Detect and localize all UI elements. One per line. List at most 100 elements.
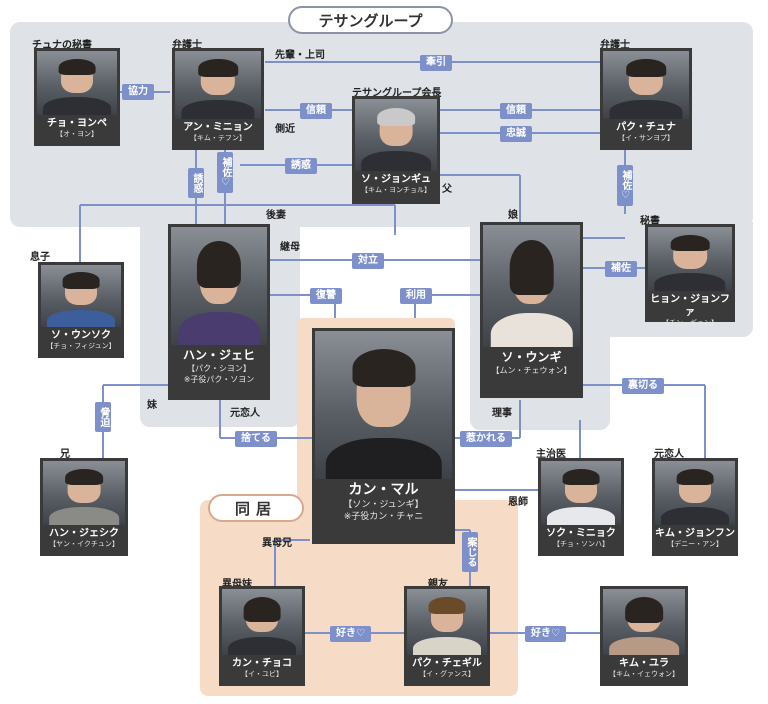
label-suki1: 好き♡ [330,626,371,642]
label-yuwaku-h: 誘惑 [285,158,317,174]
name-ahn: アン・ミニョン [183,122,253,133]
photo-park-cg [407,589,487,655]
label-fukushu: 復讐 [310,288,342,304]
extra-kang: ※子役カン・チャニ [343,512,424,522]
role-park-cn: 弁護士 [600,40,630,51]
label-shinrai1: 信頼 [300,103,332,119]
name-kim-yr: キム・ユラ [619,658,669,669]
photo-cho [37,51,117,115]
label-hosa-v2: 補佐♡ [617,165,633,206]
role-kim-jh: 元恋人 [654,449,684,460]
role-hyon: 秘書 [640,216,660,227]
relation-onshi: 恩師 [508,497,528,508]
relation-senpai: 先輩・上司 [275,50,325,61]
card-han-jh: ハン・ジェヒ 【パク・シヨン】 ※子役パク・ソヨン [168,224,270,400]
label-uragiru: 裏切る [622,378,664,394]
label-hosa-h: 補佐 [605,261,637,277]
role-han-js: 兄 [60,449,70,460]
label-kyoryoku: 協力 [122,84,154,100]
card-kim-jh: キム・ジョンフン 【デニー・アン】 [652,458,738,556]
label-shinrai2: 信頼 [500,103,532,119]
actor-kim-jh: 【デニー・アン】 [667,540,723,548]
photo-so-jg [355,99,437,171]
card-kang: カン・マル 【ソン・ジュンギ】 ※子役カン・チャニ [312,328,455,544]
card-so-jg: ソ・ジョンギュ 【キム・ヨンチョル】 [352,96,440,204]
label-riyo: 利用 [400,288,432,304]
actor-so-jg: 【キム・ヨンチョル】 [361,186,431,194]
relation-chichi: 父 [442,184,452,195]
actor-han-jh: 【パク・シヨン】 [187,364,251,373]
role-sok: 主治医 [536,449,566,460]
label-suteru: 捨てる [235,431,277,447]
photo-kang-ck [222,589,302,655]
card-kang-ck: カン・チョコ 【イ・ユビ】 [219,586,305,686]
relation-motokoibito: 元恋人 [230,408,260,419]
name-han-jh: ハン・ジェヒ [182,348,255,362]
photo-so-ug [483,225,580,347]
photo-sok [541,461,621,525]
relation-imouto: 妹 [147,400,157,411]
card-han-js: ハン・ジェシク 【ヤン・イクチュン】 [40,458,128,556]
relation-keibo: 継母 [280,242,300,253]
name-kim-jh: キム・ジョンフン [655,528,735,539]
card-sok: ソク・ミニョク 【チョ・ソンハ】 [538,458,624,556]
actor-kang-ck: 【イ・ユビ】 [241,670,283,678]
relation-ibokei: 異母兄 [262,538,292,549]
label-anjiru: 案じる [462,532,478,572]
actor-han-js: 【ヤン・イクチュン】 [49,540,119,548]
actor-park-cg: 【イ・グァンス】 [419,670,475,678]
name-so-ug: ソ・ウンギ [501,350,562,364]
role-cho: チュナの秘書 [32,40,92,51]
actor-hyon: 【チン・ギョン】 [662,319,718,327]
card-hyon: ヒョン・ジョンファ 【チン・ギョン】 [645,224,735,327]
actor-ahn: 【キム・テフン】 [189,134,247,142]
photo-kim-yr [603,589,685,655]
actor-so-ug: 【ムン・チェウォン】 [491,366,572,375]
photo-hyon [648,227,732,291]
name-park-cg: パク・チェギル [412,658,482,669]
name-park-cn: パク・チュナ [616,122,676,133]
card-so-ug: ソ・ウンギ 【ムン・チェウォン】 [480,222,583,398]
label-chusei: 忠誠 [500,126,532,142]
label-yuwaku-v: 誘惑 [188,168,204,198]
role-park-cg: 親友 [428,579,448,590]
role-son: 息子 [30,252,50,263]
name-son: ソ・ウンソク [51,330,111,341]
name-sok: ソク・ミニョク [546,528,616,539]
extra-han-jh: ※子役パク・ソヨン [183,375,255,384]
name-cho: チョ・ヨンペ [47,118,107,129]
relation-rijun: 理事 [492,408,512,419]
relation-gosai: 後妻 [266,210,286,221]
photo-han-js [43,461,125,525]
relation-musume: 娘 [508,210,518,221]
label-hosa-v1: 補佐♡ [217,152,233,193]
actor-son: 【チョ・フィジュン】 [46,342,116,350]
actor-park-cn: 【イ・サンヨプ】 [618,134,674,142]
role-kang-ck: 異母妹 [222,579,252,590]
label-suki2: 好き♡ [525,626,566,642]
card-cho: チョ・ヨンペ 【オ・ヨン】 [34,48,120,146]
photo-kim-jh [655,461,735,525]
card-park-cg: パク・チェギル 【イ・グァンス】 [404,586,490,686]
photo-son [41,265,121,327]
card-kim-yr: キム・ユラ 【キム・イェウォン】 [600,586,688,686]
name-kang: カン・マル [348,482,419,498]
actor-cho: 【オ・ヨン】 [56,130,98,138]
label-kyohaku: 脅迫 [95,402,111,432]
photo-park-cn [603,51,689,119]
group-title: テサングループ [288,6,453,34]
card-ahn: アン・ミニョン 【キム・テフン】 [172,48,264,150]
name-hyon: ヒョン・ジョンファ [650,294,730,318]
actor-kang: 【ソン・ジュンギ】 [343,500,424,510]
actor-kim-yr: 【キム・イェウォン】 [609,670,679,678]
name-so-jg: ソ・ジョンギュ [361,174,431,185]
label-tairitsu: 対立 [352,253,384,269]
card-son: ソ・ウンソク 【チョ・フィジュン】 [38,262,124,358]
photo-ahn [175,51,261,119]
cohabitation-title: 同居 [208,494,304,522]
name-han-js: ハン・ジェシク [49,528,119,539]
name-kang-ck: カン・チョコ [232,658,292,669]
relation-sokkin: 側近 [275,124,295,135]
photo-han-jh [171,227,267,345]
label-hikareru: 惹かれる [460,431,512,447]
